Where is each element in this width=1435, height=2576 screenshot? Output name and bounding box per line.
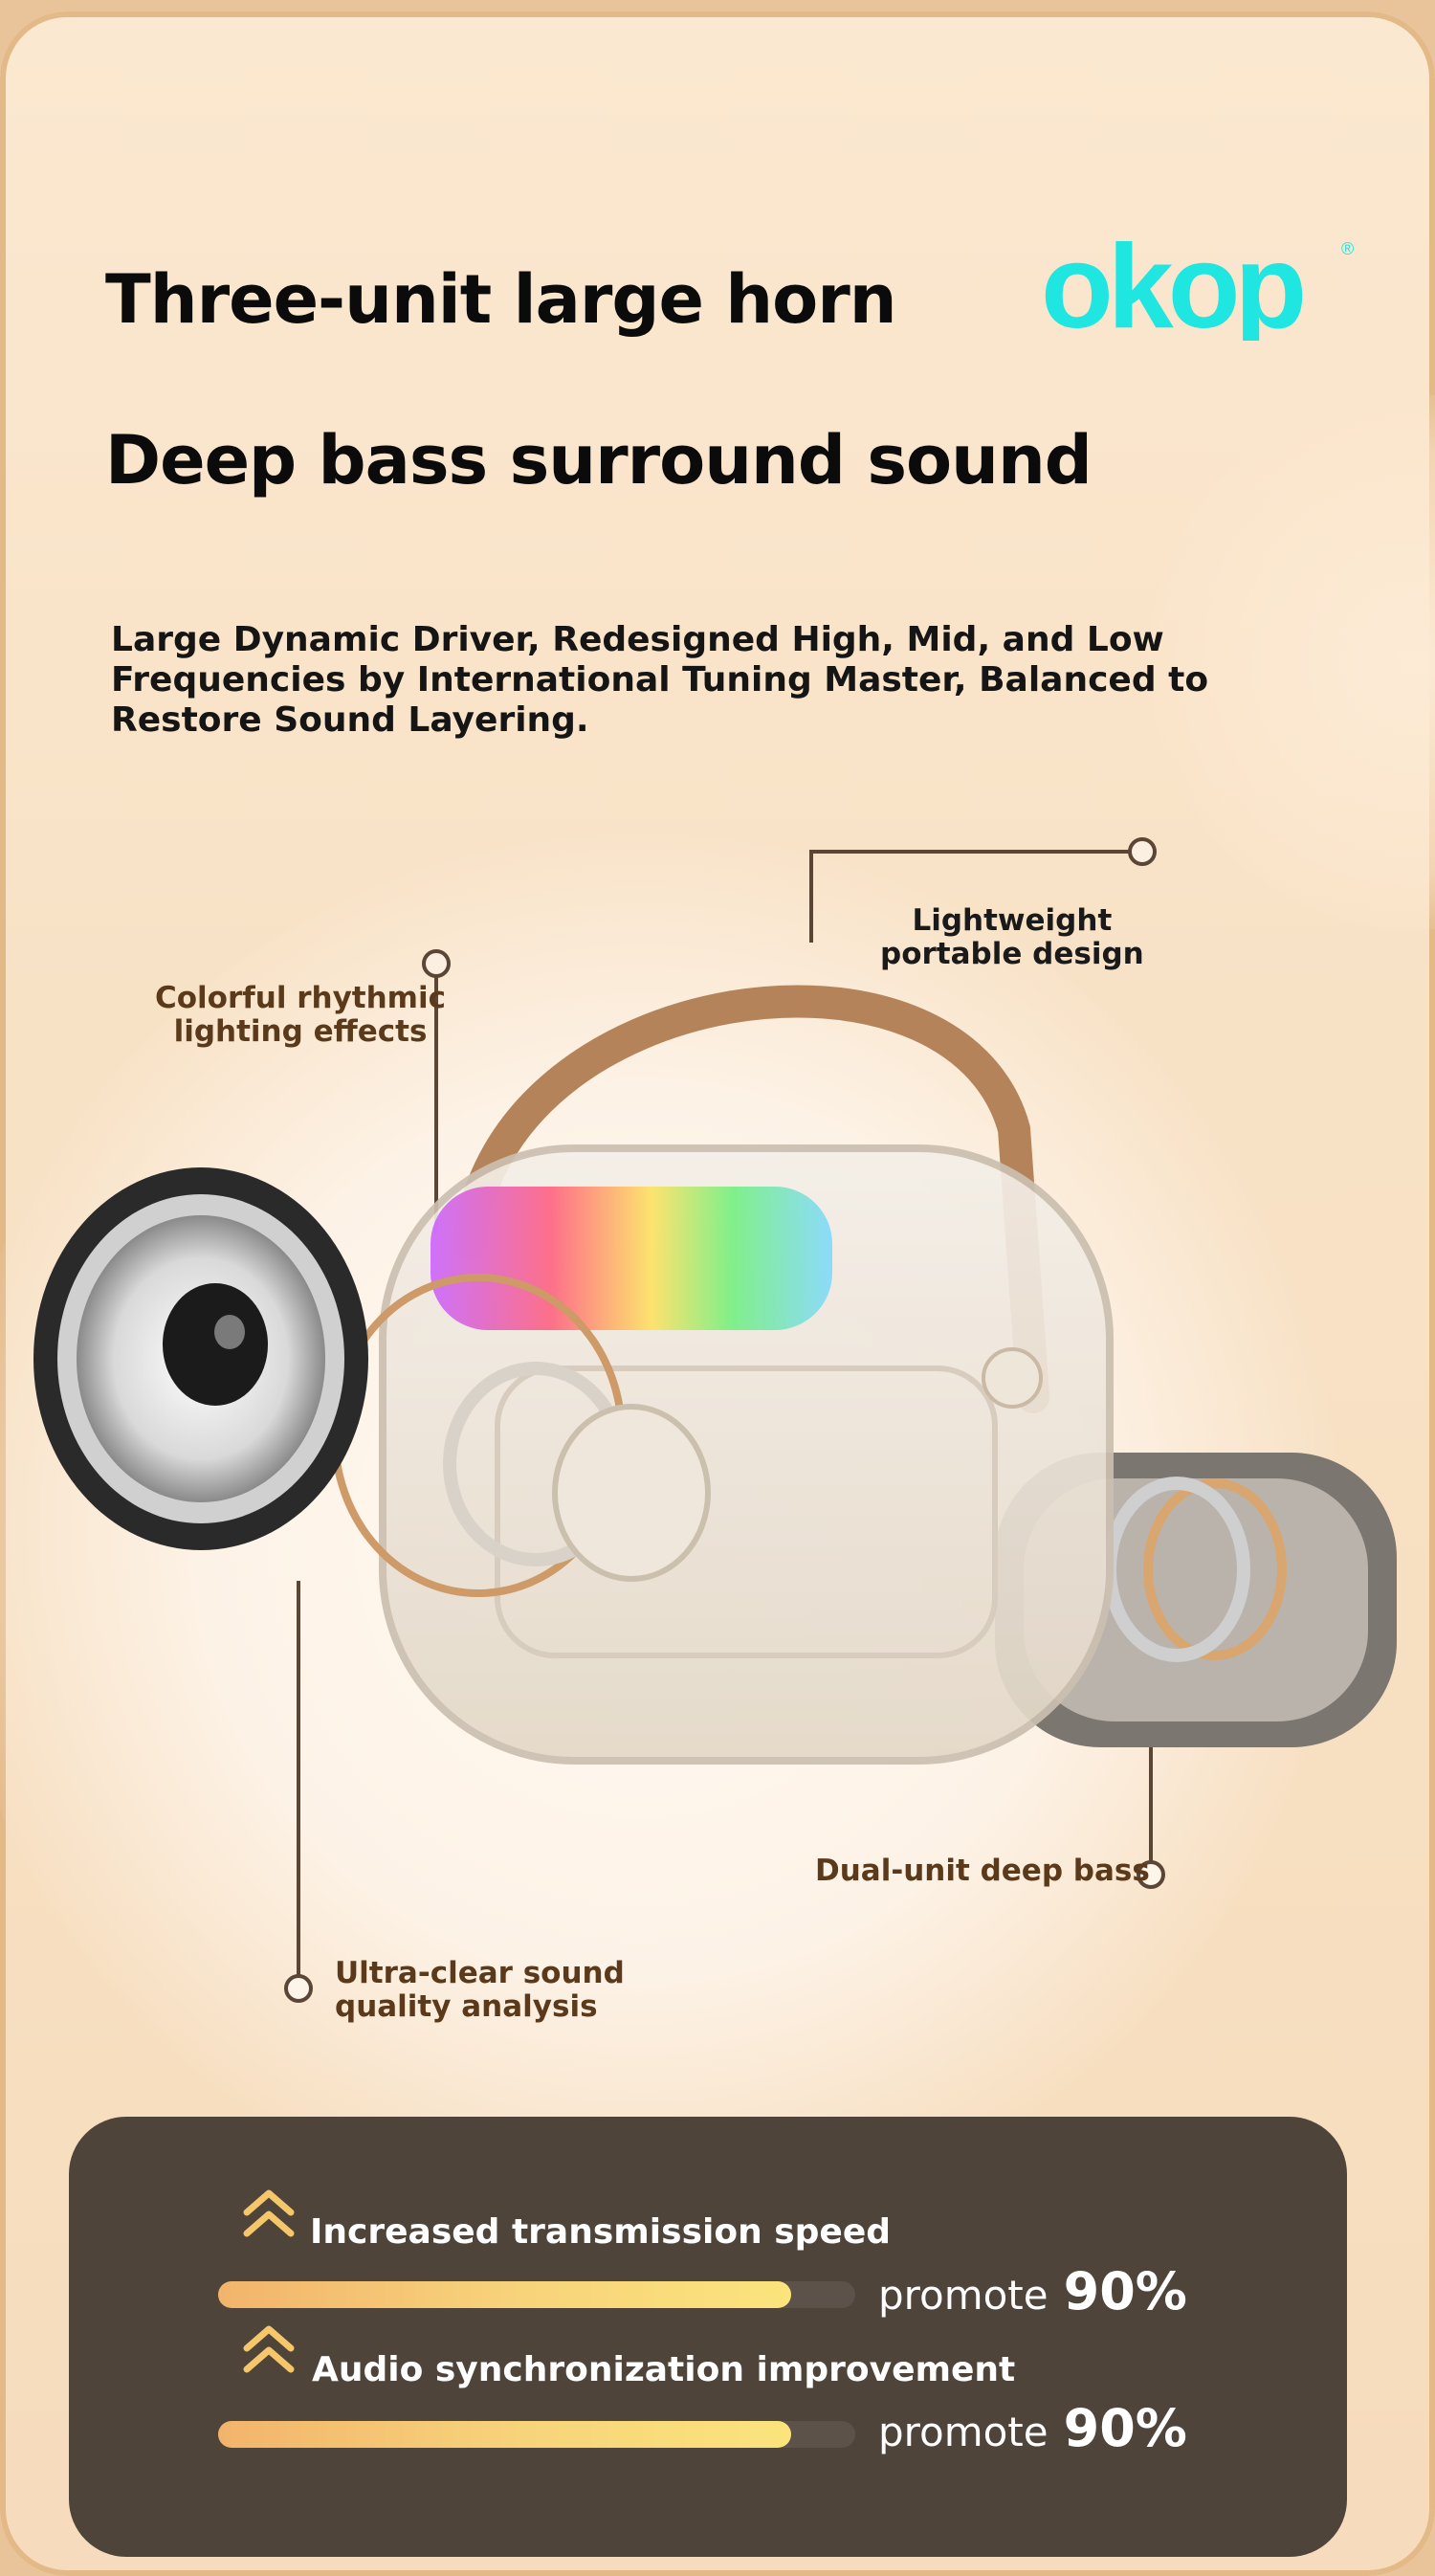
- stat-word-transmission: promote: [878, 2272, 1049, 2319]
- headline-line-1: Three-unit large horn: [105, 260, 897, 339]
- stat-percent-audio-sync: 90%: [1063, 2398, 1187, 2458]
- svg-text:®: ®: [1341, 239, 1354, 258]
- callout-bass-line-1: Dual-unit deep bass: [815, 1854, 1150, 1888]
- leader-dot-lightweight: [1128, 837, 1157, 866]
- svg-text:okop: okop: [1041, 235, 1302, 341]
- speaker-product-image: [33, 985, 1397, 1765]
- stat-bar-fill-audio-sync: [218, 2421, 792, 2448]
- callout-clarity-line-1: Ultra-clear sound: [335, 1956, 625, 1990]
- stat-percent-transmission: 90%: [1063, 2261, 1187, 2321]
- double-chevron-up-icon: [243, 2325, 295, 2373]
- stat-bar-audio-sync: [218, 2421, 855, 2448]
- callout-clarity-line-2: quality analysis: [335, 1989, 598, 2024]
- callout-lightweight: Lightweight portable design: [880, 904, 1144, 971]
- stat-bar-fill-transmission: [218, 2281, 792, 2308]
- leader-dot-lighting: [422, 949, 451, 978]
- callout-bass: Dual-unit deep bass: [815, 1854, 1150, 1888]
- description-text: Large Dynamic Driver, Redesigned High, M…: [111, 620, 1209, 740]
- callout-lighting: Colorful rhythmic lighting effects: [155, 982, 446, 1049]
- callout-clarity: Ultra-clear sound quality analysis: [335, 1957, 625, 2024]
- headline-line-2: Deep bass surround sound: [105, 421, 1093, 500]
- leader-dot-clarity: [284, 1974, 313, 2003]
- callout-lightweight-line-1: Lightweight: [912, 903, 1113, 938]
- callout-lighting-line-2: lighting effects: [173, 1014, 428, 1049]
- stat-bar-transmission: [218, 2281, 855, 2308]
- stat-label-transmission: Increased transmission speed: [310, 2212, 892, 2252]
- stat-value-transmission: promote 90%: [878, 2261, 1187, 2321]
- leader-line-lightweight: [809, 850, 1129, 943]
- stat-word-audio-sync: promote: [878, 2409, 1049, 2455]
- double-chevron-up-icon: [243, 2189, 295, 2237]
- callout-lightweight-line-2: portable design: [880, 937, 1144, 971]
- callout-lighting-line-1: Colorful rhythmic: [155, 981, 446, 1015]
- stat-value-audio-sync: promote 90%: [878, 2398, 1187, 2458]
- stat-label-audio-sync: Audio synchronization improvement: [312, 2350, 1016, 2389]
- leader-dot-bass: [1137, 1860, 1165, 1889]
- okop-logo: okop ®: [1041, 235, 1354, 341]
